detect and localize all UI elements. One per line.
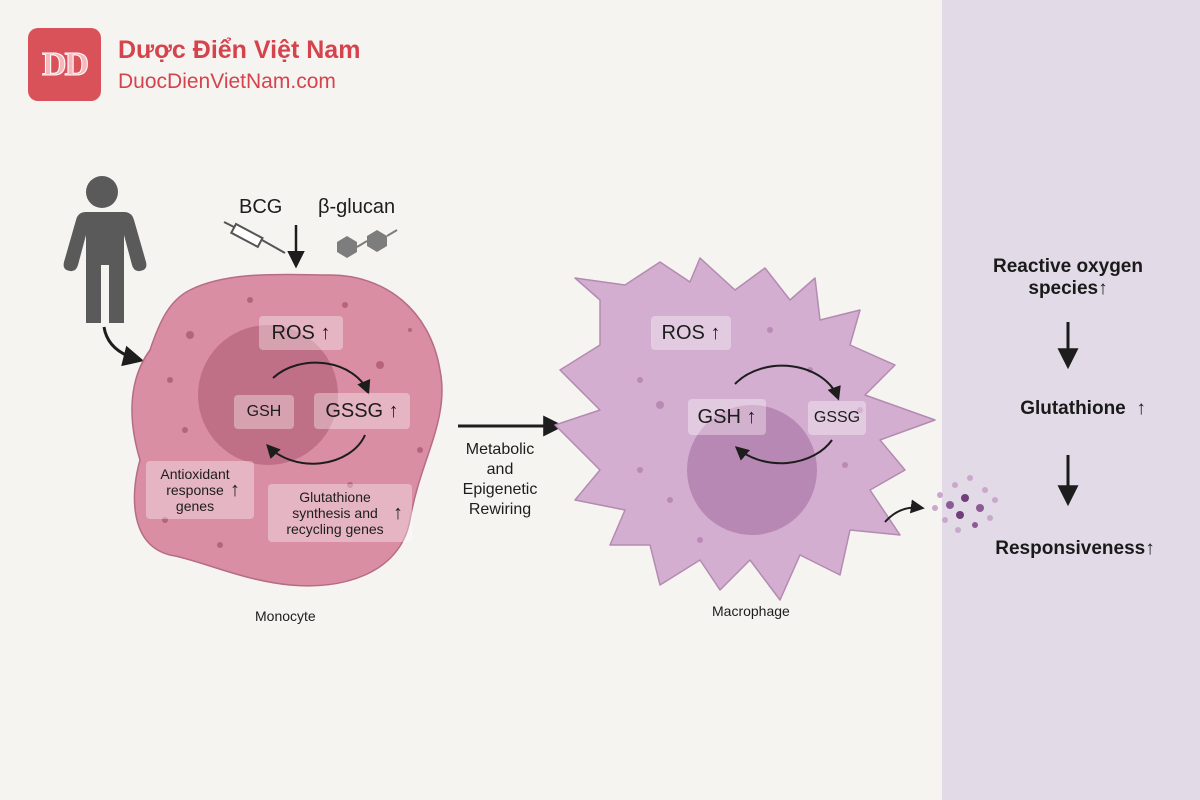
glucan-label: β-glucan — [318, 196, 396, 218]
antioxidant-label: Antioxidant response genes ↑ — [146, 461, 254, 519]
macrophage-gssg-label: GSSG — [808, 401, 866, 435]
cycle-arrow-icon — [266, 434, 366, 465]
monocyte-granules — [162, 297, 423, 548]
monocyte-nucleus — [198, 325, 338, 465]
summary-panel — [942, 0, 1200, 800]
macrophage-nucleus — [687, 405, 817, 535]
macrophage-granules — [637, 327, 863, 543]
cytokine-dots-icon — [932, 475, 998, 533]
monocyte-gsh-label: GSH — [234, 395, 294, 429]
brand-name: Dược Điển Việt Nam — [118, 36, 361, 64]
summary-ros: Reactive oxygen species↑ — [993, 256, 1143, 299]
glutathione-genes-label: Glutathione synthesis and recycling gene… — [268, 484, 412, 542]
cycle-arrow-icon — [734, 364, 841, 401]
summary-glutathione: Glutathione ↑ — [1020, 398, 1146, 419]
cycle-arrow-icon — [734, 439, 833, 465]
curved-arrow-icon — [102, 326, 145, 367]
bcg-label: BCG — [239, 196, 283, 218]
transition-label: Metabolic and Epigenetic Rewiring — [462, 441, 538, 518]
macrophage-ros-label: ROS ↑ — [651, 316, 731, 350]
person-icon — [63, 176, 147, 323]
brand-url: DuocDienVietNam.com — [118, 70, 336, 93]
logo: DD — [28, 28, 101, 101]
secretion-arrow-icon — [884, 499, 925, 523]
cycle-arrow-icon — [272, 361, 371, 395]
macrophage-label: Macrophage — [712, 603, 790, 619]
macrophage-gsh-label: GSH ↑ — [688, 399, 766, 435]
summary-responsiveness: Responsiveness↑ — [995, 538, 1155, 559]
molecule-icon — [337, 229, 398, 258]
monocyte-label: Monocyte — [255, 608, 316, 624]
monocyte-ros-label: ROS ↑ — [259, 316, 343, 350]
monocyte-gssg-label: GSSG ↑ — [314, 393, 410, 429]
syringe-icon — [223, 221, 286, 254]
